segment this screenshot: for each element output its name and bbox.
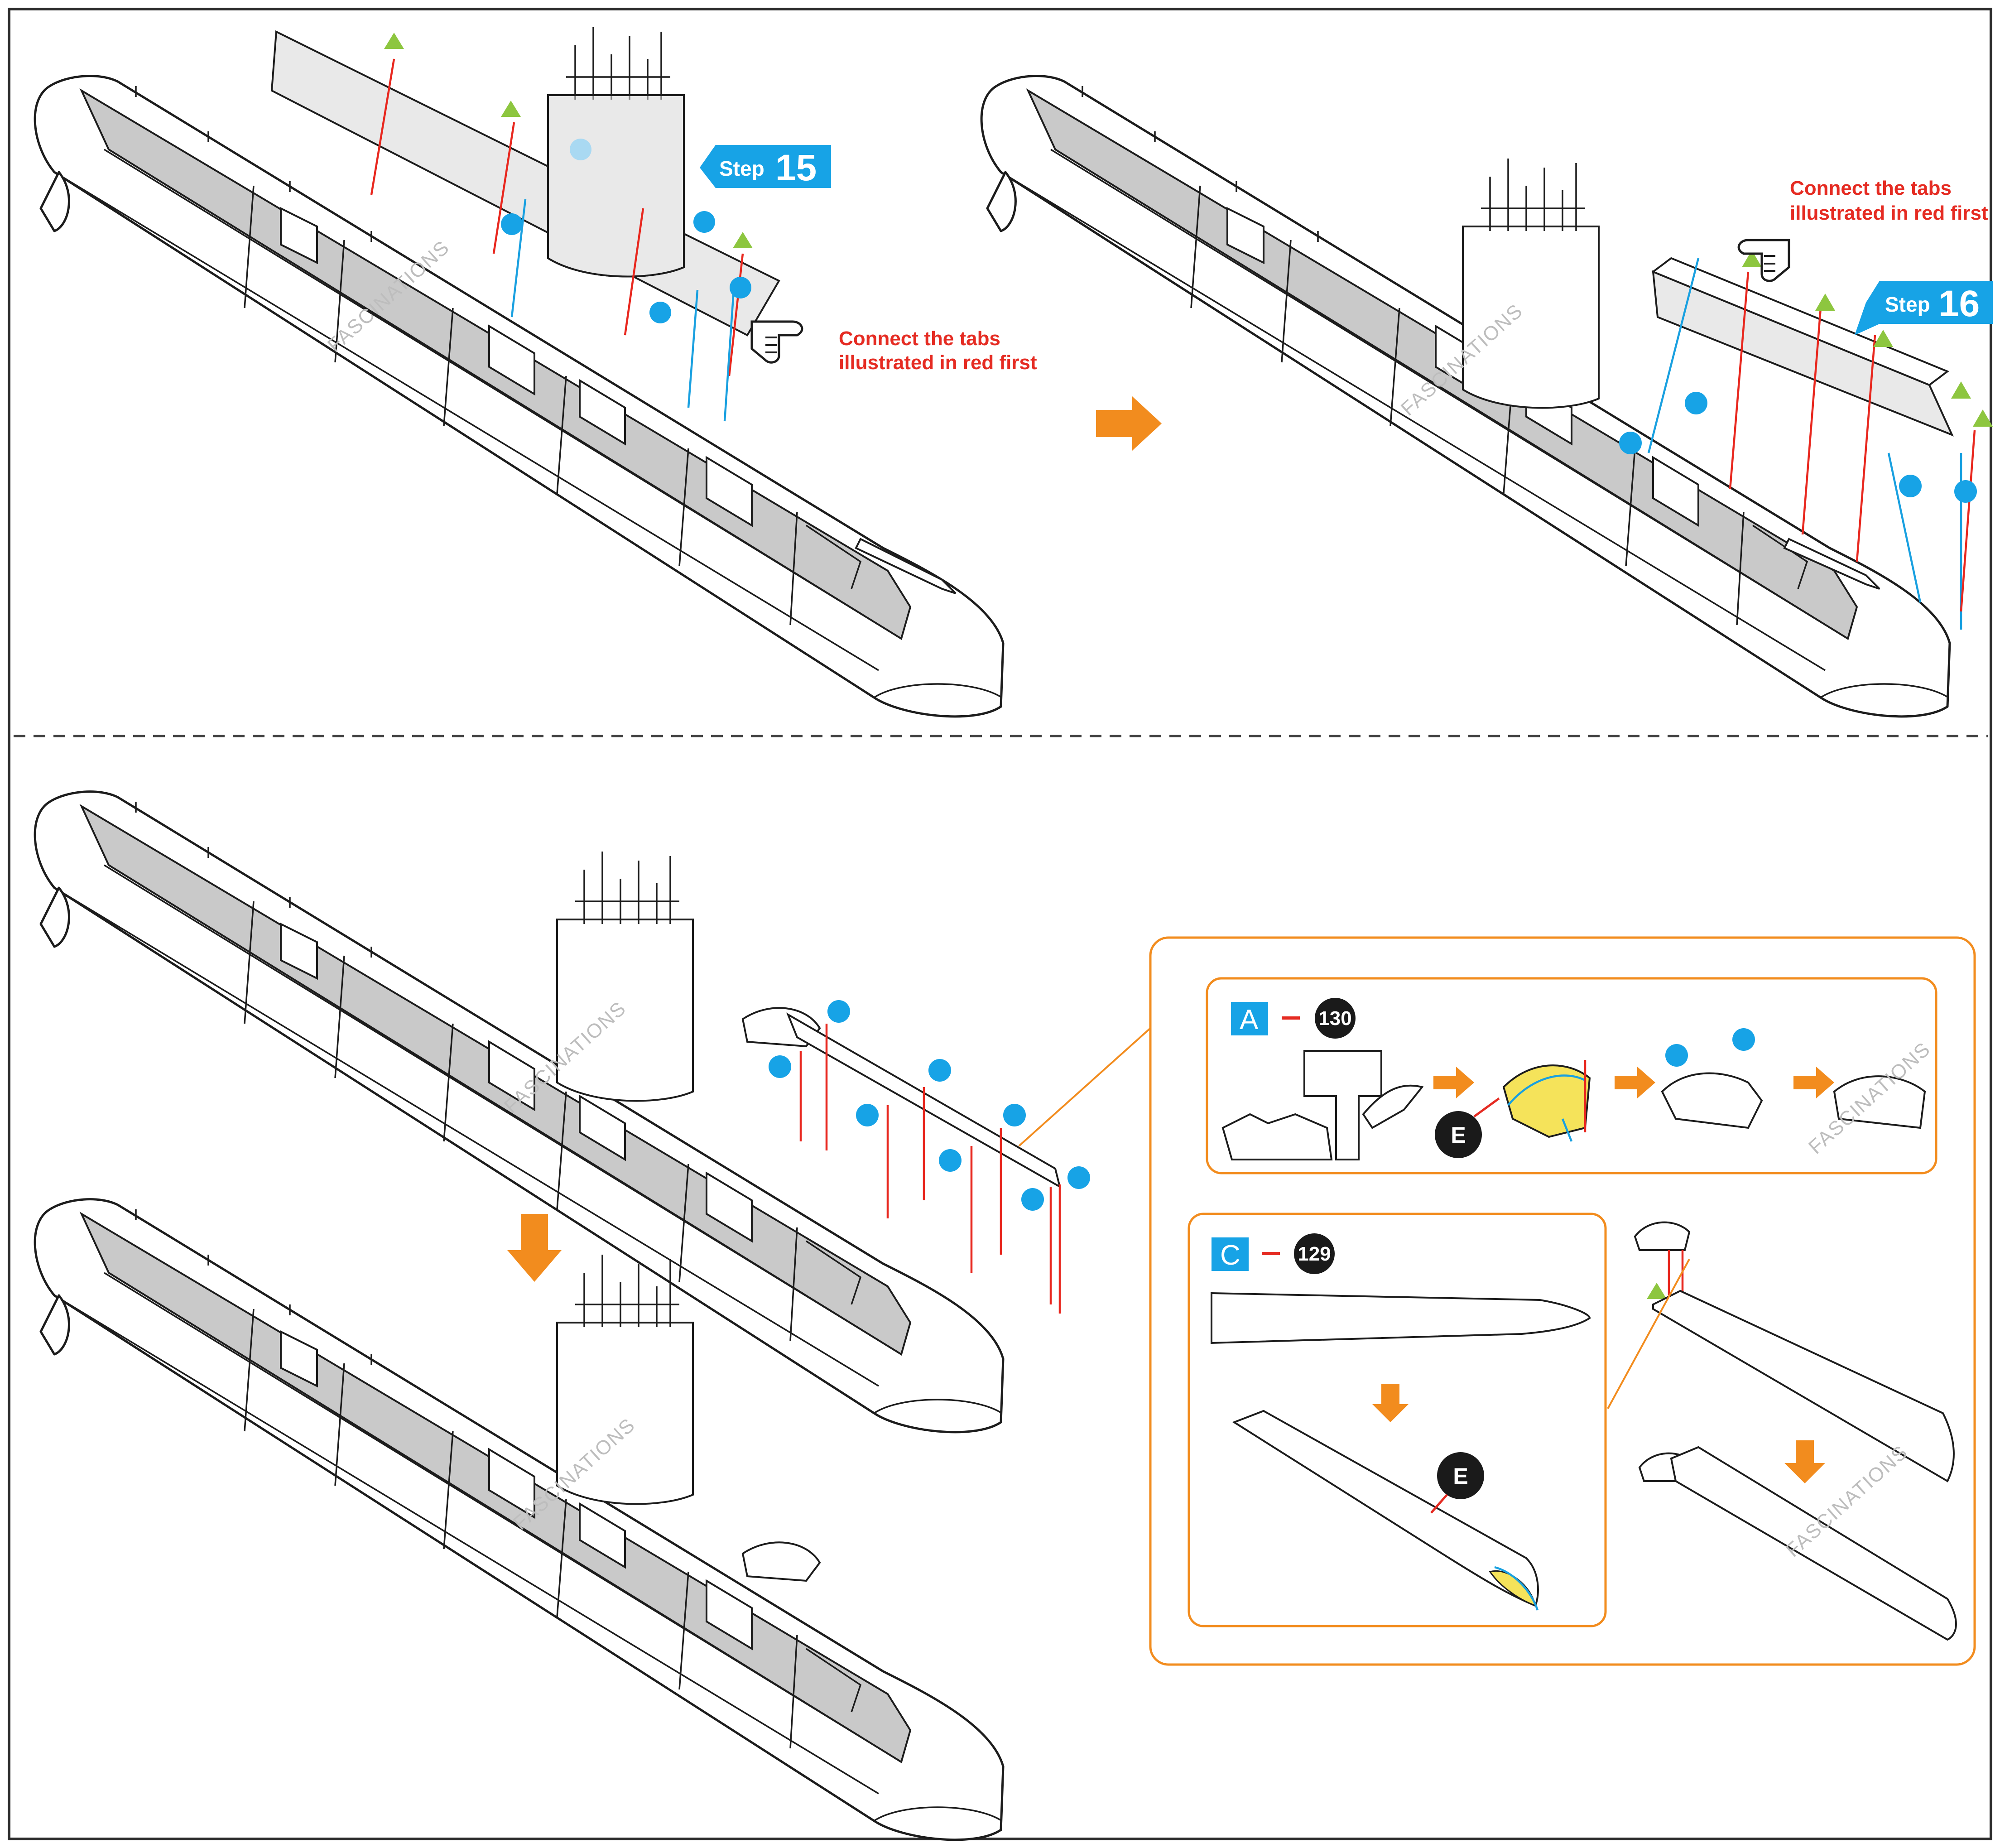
pointing-hand-icon <box>750 320 803 364</box>
pointing-hand-icon <box>1737 239 1790 282</box>
callout-e-label: E <box>1451 1122 1466 1148</box>
part-a-letter: A <box>1240 1004 1259 1035</box>
blue-dot-icon <box>1899 475 1922 497</box>
connect-tabs-line2: illustrated in red first <box>839 351 1037 374</box>
step15-diagram <box>35 26 1003 717</box>
green-triangle-icon <box>384 33 404 49</box>
blue-dot-icon <box>939 1149 962 1172</box>
callout-e-icon <box>1437 1452 1484 1499</box>
blue-dot-icon <box>1732 1028 1755 1051</box>
part-a-badge <box>1231 1002 1268 1035</box>
connect-tabs-line1: Connect the tabs <box>839 327 1000 350</box>
green-triangle-icon <box>1951 381 1971 399</box>
step16-badge: Step 16 <box>1855 281 1993 335</box>
blue-dot-icon <box>1619 432 1642 454</box>
connect-tabs-line1: Connect the tabs <box>1790 177 1952 199</box>
step16-note: Connect the tabs illustrated in red firs… <box>1737 177 1988 282</box>
orange-arrow-icon <box>1433 1067 1474 1098</box>
green-triangle-icon <box>501 101 521 117</box>
blue-dot-icon <box>1685 392 1707 414</box>
callout-e-label: E <box>1453 1463 1468 1489</box>
part-c-number: 129 <box>1298 1243 1331 1265</box>
blue-dot-icon <box>1067 1166 1090 1189</box>
green-triangle-icon <box>1815 294 1835 311</box>
part-c-letter: C <box>1220 1240 1240 1271</box>
blue-dot-icon <box>827 1000 850 1023</box>
blue-dot-icon <box>1954 480 1977 503</box>
part-a-number: 130 <box>1318 1007 1351 1030</box>
blue-dot-icon <box>649 302 671 323</box>
callout-e-icon <box>1435 1111 1482 1158</box>
blue-dot-icon <box>570 139 591 160</box>
orange-arrow-icon <box>1784 1440 1825 1483</box>
blue-dot-icon <box>1665 1044 1688 1067</box>
green-triangle-icon <box>1647 1283 1667 1299</box>
orange-arrow-icon <box>507 1214 562 1282</box>
step16-label: Step <box>1885 293 1930 316</box>
step16-diagram <box>981 76 1993 717</box>
assembly-before <box>35 792 1090 1432</box>
step15-number: 15 <box>775 147 817 188</box>
assembly-after <box>35 1199 1003 1840</box>
orange-arrow-icon <box>1372 1384 1409 1422</box>
page-border <box>8 8 1992 1840</box>
blue-dot-icon <box>1003 1104 1026 1126</box>
blue-dot-icon <box>1021 1188 1044 1211</box>
green-triangle-icon <box>1973 409 1993 427</box>
step15-label: Step <box>719 157 764 180</box>
orange-arrow-icon <box>1793 1067 1834 1098</box>
blue-dot-icon <box>501 213 523 235</box>
step15-note: Connect the tabs illustrated in red firs… <box>750 320 1037 374</box>
blue-dot-icon <box>928 1059 951 1082</box>
blue-dot-icon <box>693 211 715 233</box>
part-c-badge <box>1212 1237 1249 1271</box>
blue-dot-icon <box>856 1104 879 1126</box>
green-triangle-icon <box>733 232 753 248</box>
orange-arrow-icon <box>1096 396 1162 451</box>
orange-arrow-icon <box>1615 1067 1655 1098</box>
detail-panel: A 130 E FASCINATIONS C 129 <box>1018 936 1976 1666</box>
step15-badge: Step 15 <box>700 145 831 188</box>
step16-number: 16 <box>1938 283 1980 324</box>
connect-tabs-line2: illustrated in red first <box>1790 202 1988 224</box>
blue-dot-icon <box>769 1055 791 1078</box>
green-triangle-icon <box>1742 250 1762 267</box>
green-triangle-icon <box>1873 330 1893 347</box>
blue-dot-icon <box>730 277 751 298</box>
